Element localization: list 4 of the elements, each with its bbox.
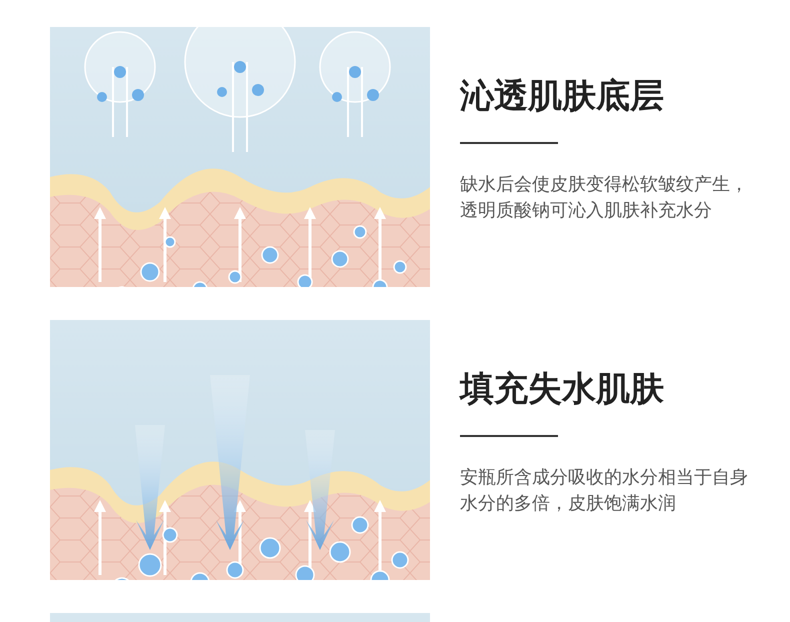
section-heading: 沁透肌肤底层 bbox=[460, 75, 665, 118]
section-heading: 填充失水肌肤 bbox=[460, 368, 665, 410]
description-text: 安瓶所含成分吸收的水分相当于自身水分的多倍，皮肤饱满水润 bbox=[460, 466, 749, 516]
description-text: 缺水后会使皮肤变得松软皱纹产生，透明质酸钠可沁入肌肤补充水分 bbox=[460, 172, 749, 222]
